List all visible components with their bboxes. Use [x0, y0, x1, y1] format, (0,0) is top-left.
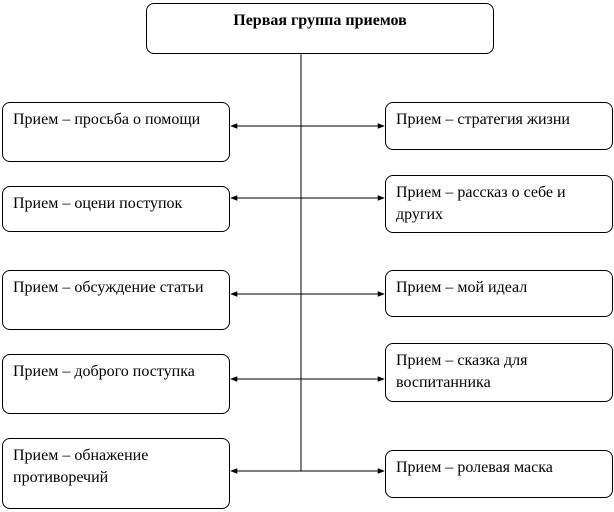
right-box-role-mask: Прием – ролевая маска — [385, 450, 613, 498]
title-box: Первая группа приемов — [146, 3, 494, 54]
left-box-request-help: Прием – просьба о помощи — [2, 102, 230, 162]
right-box-life-strategy: Прием – стратегия жизни — [385, 102, 613, 150]
left-box-evaluate-deed: Прием – оцени поступок — [2, 186, 230, 232]
right-box-fairy-tale: Прием – сказка для воспитанника — [385, 343, 613, 402]
left-box-article-discussion: Прием – обсуждение статьи — [2, 270, 230, 330]
left-box-exposing-contradictions: Прием – обнажение противоречий — [2, 438, 230, 509]
right-box-story-about-self: Прием – рассказ о себе и других — [385, 175, 613, 233]
left-box-good-deed: Прием – доброго поступка — [2, 354, 230, 414]
right-box-my-ideal: Прием – мой идеал — [385, 270, 613, 317]
